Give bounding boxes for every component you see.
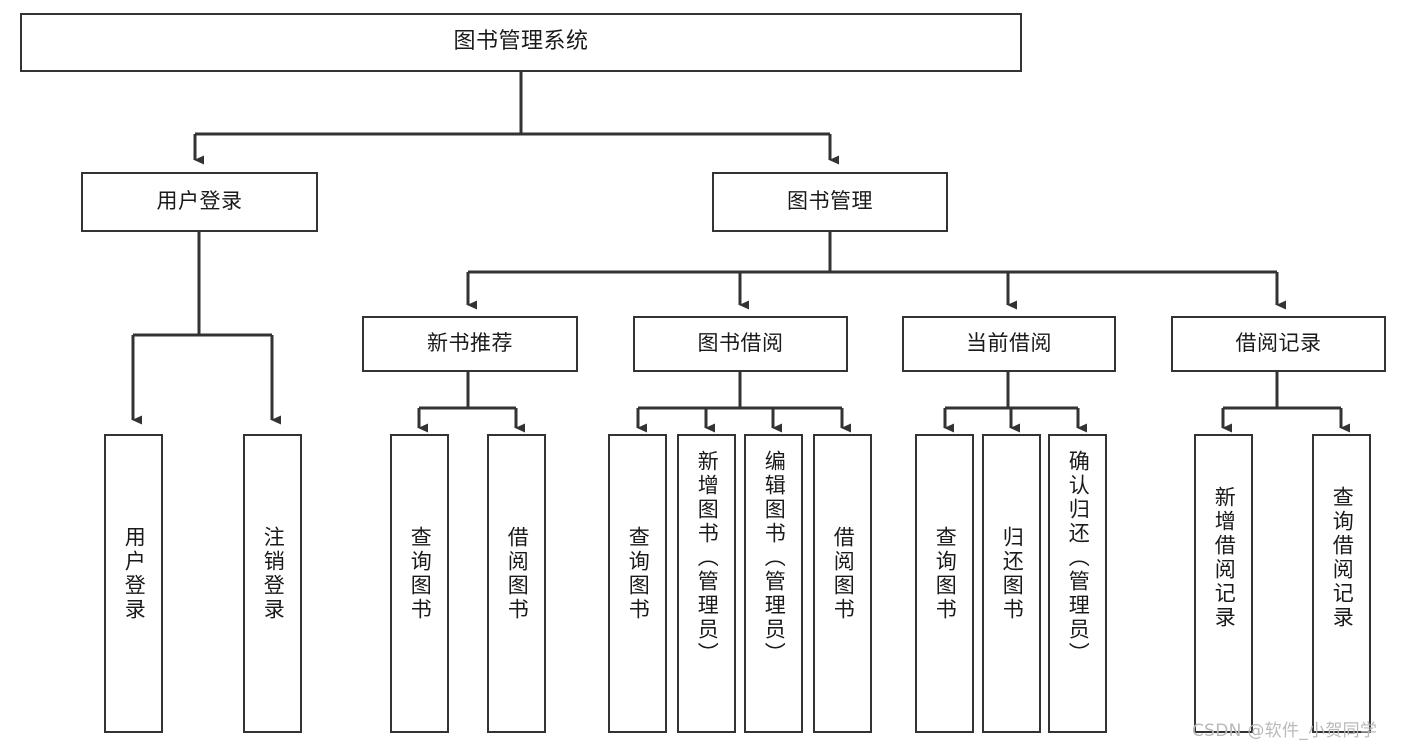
node-user-login[interactable]: 用户登录 — [81, 172, 318, 232]
node-label: 查询图书 — [626, 526, 651, 622]
node-root-book-management-system[interactable]: 图书管理系统 — [20, 13, 1022, 72]
node-label: 注销登录 — [261, 526, 286, 622]
leaf-borrow-book-recommend[interactable]: 借阅图书 — [487, 434, 546, 733]
node-label: 编辑图书（管理员） — [762, 450, 787, 666]
node-label: 归还图书 — [1000, 526, 1025, 622]
leaf-query-book-borrow[interactable]: 查询图书 — [608, 434, 667, 733]
leaf-confirm-return[interactable]: 确认归还（管理员） — [1048, 434, 1107, 733]
leaf-borrow-book-borrow[interactable]: 借阅图书 — [813, 434, 872, 733]
csdn-watermark: CSDN @软件_小贺同学 — [1192, 721, 1378, 741]
node-label: 当前借阅 — [966, 331, 1052, 356]
node-label: 图书管理 — [787, 189, 873, 214]
node-label: 借阅记录 — [1235, 331, 1322, 356]
node-label: 新书推荐 — [427, 331, 513, 356]
leaf-logout-login[interactable]: 注销登录 — [243, 434, 302, 733]
leaf-return-book[interactable]: 归还图书 — [982, 434, 1041, 733]
node-label: 借阅图书 — [505, 526, 530, 622]
node-label: 新增借阅记录 — [1212, 486, 1237, 630]
node-label: 图书借阅 — [697, 331, 784, 356]
node-label: 确认归还（管理员） — [1066, 450, 1091, 666]
node-label: 用户登录 — [156, 189, 243, 214]
node-label: 图书管理系统 — [453, 29, 589, 55]
node-label: 借阅图书 — [831, 526, 856, 622]
node-label: 查询图书 — [933, 526, 958, 622]
node-new-book-recommend[interactable]: 新书推荐 — [362, 316, 578, 372]
node-label: 查询图书 — [408, 526, 433, 622]
node-label: 用户登录 — [122, 526, 147, 622]
node-borrow-record[interactable]: 借阅记录 — [1171, 316, 1386, 372]
leaf-user-login[interactable]: 用户登录 — [104, 434, 163, 733]
node-label: 查询借阅记录 — [1330, 486, 1355, 630]
leaf-edit-book[interactable]: 编辑图书（管理员） — [744, 434, 803, 733]
node-current-borrow[interactable]: 当前借阅 — [902, 316, 1116, 372]
leaf-add-borrow-record[interactable]: 新增借阅记录 — [1194, 434, 1253, 733]
leaf-add-book[interactable]: 新增图书（管理员） — [677, 434, 736, 733]
node-book-borrow[interactable]: 图书借阅 — [633, 316, 848, 372]
node-book-management[interactable]: 图书管理 — [712, 172, 948, 232]
leaf-query-borrow-record[interactable]: 查询借阅记录 — [1312, 434, 1371, 733]
leaf-query-book-recommend[interactable]: 查询图书 — [390, 434, 449, 733]
leaf-query-book-current[interactable]: 查询图书 — [915, 434, 974, 733]
node-label: 新增图书（管理员） — [695, 450, 720, 666]
